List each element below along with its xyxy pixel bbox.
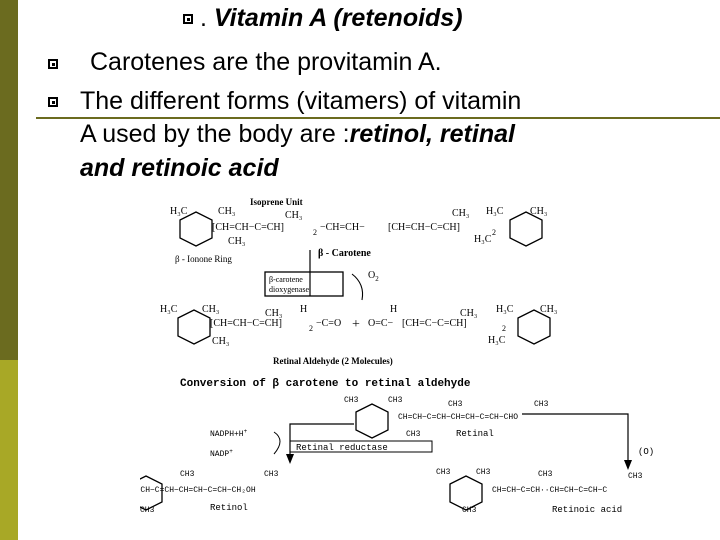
title-text: Vitamin A (retenoids) xyxy=(213,4,463,32)
h-label: H xyxy=(300,304,307,315)
oxidation-label: (O) xyxy=(638,447,654,457)
bullet-icon xyxy=(48,97,58,107)
retinoic-ring xyxy=(449,475,483,511)
h3c-label: H₃C xyxy=(486,206,504,217)
slide-title: . Vitamin A (retenoids) xyxy=(200,4,463,32)
left-accent-band-light xyxy=(0,360,18,540)
bullet-carotenes: Carotenes are the provitamin A. xyxy=(90,48,442,76)
ch3-label: CH3 xyxy=(534,400,549,409)
ch3-label: CH₃ xyxy=(202,304,219,315)
retinal-label: Retinal xyxy=(456,429,494,439)
ch3-label: CH3 xyxy=(406,430,421,439)
aldehyde-ring-right xyxy=(517,309,551,345)
left-accent-band-dark xyxy=(0,0,18,360)
conversion-title: Conversion of β carotene to retinal alde… xyxy=(180,378,471,390)
title-prefix: . xyxy=(200,4,214,32)
h3c-label: H₃C xyxy=(474,234,492,245)
oxidation-arrowhead xyxy=(624,460,632,470)
forms-retinol-retinal: retinol, retinal xyxy=(349,120,515,148)
plus-sign: + xyxy=(352,317,360,332)
bullet-icon xyxy=(48,59,58,69)
ch3-label: CH₃ xyxy=(212,336,229,347)
carotene-chain-left: [CH=CH−C=CH] xyxy=(212,222,284,233)
subscript-2: 2 xyxy=(492,228,496,237)
aldehyde-ring-left xyxy=(177,309,211,345)
retinal-reductase-label: Retinal reductase xyxy=(296,443,388,453)
title-bullet-icon xyxy=(183,14,193,24)
bullet-forms-line2: A used by the body are :retinol, retinal xyxy=(80,120,515,148)
ch3-label: CH3 xyxy=(628,472,643,481)
ch3-label: CH₃ xyxy=(460,308,477,319)
o2-arrow xyxy=(351,273,364,301)
forms-plain: A used by the body are : xyxy=(80,120,350,148)
beta-ionone-ring-label: β - Ionone Ring xyxy=(175,254,232,264)
enzyme-box xyxy=(264,271,344,297)
bullet-forms-line1: The different forms (vitamers) of vitami… xyxy=(80,87,522,115)
retinoic-acid-label: Retinoic acid xyxy=(552,505,622,515)
ch3-label: CH3 xyxy=(476,468,491,477)
vitamin-a-pathway-diagram: Isoprene Unit H₃C CH₃ CH₃ [CH=CH−C=CH] 2… xyxy=(140,197,654,515)
ch3-label: CH3 xyxy=(180,470,195,479)
h3c-label: H₃C xyxy=(488,335,506,346)
o2-label: O2 xyxy=(368,270,379,283)
h3c-label: H₃C xyxy=(496,304,514,315)
retinal-chain: CH=CH−C=CH−CH=CH−C=CH−CHO xyxy=(398,413,518,422)
ch3-label: CH3 xyxy=(538,470,553,479)
subscript-2: 2 xyxy=(309,324,313,333)
beta-carotene-label: β - Carotene xyxy=(318,248,371,259)
ch3-label: CH3 xyxy=(264,470,279,479)
retinol-label: Retinol xyxy=(210,503,248,513)
ch3-label: CH₃ xyxy=(540,304,557,315)
cofactor-arrow xyxy=(273,431,281,455)
ch3-label: CH₃ xyxy=(265,308,282,319)
ch3-label: CH₃ xyxy=(218,206,235,217)
ch3-label: CH₃ xyxy=(530,206,547,217)
subscript-2: 2 xyxy=(313,228,317,237)
oxidation-arrow xyxy=(522,413,629,464)
ionone-ring-left xyxy=(179,211,213,247)
aldehyde-left-end: −C=O xyxy=(316,318,341,329)
subscript-2: 2 xyxy=(502,324,506,333)
ch3-label: CH₃ xyxy=(452,208,469,219)
reduction-arrow xyxy=(289,423,354,458)
ch3-label: CH3 xyxy=(448,400,463,409)
carotene-chain-mid: −CH=CH− xyxy=(320,222,365,233)
aldehyde-chain-right: [CH=C−C=CH] xyxy=(402,318,467,329)
reduction-arrowhead xyxy=(286,454,294,464)
ch3-label: CH3 xyxy=(344,396,359,405)
ch3-label: CH3 xyxy=(388,396,403,405)
retinol-ring xyxy=(140,475,163,511)
ch3-label: CH₃ xyxy=(228,236,245,247)
retinal-ring xyxy=(355,403,389,439)
h-label: H xyxy=(390,304,397,315)
carotene-chain-right: [CH=CH−C=CH] xyxy=(388,222,460,233)
ch3-label: CH₃ xyxy=(285,210,302,221)
ionone-ring-right xyxy=(509,211,543,247)
aldehyde-right-start: O=C− xyxy=(368,318,394,329)
aldehyde-chain-left: [CH=CH−C=CH] xyxy=(210,318,282,329)
nadph-label: NADPH+H+ xyxy=(210,428,248,439)
retinoic-chain: CH=CH−C=CH··CH=CH−C=CH−C xyxy=(492,486,607,495)
nadp-label: NADP+ xyxy=(210,448,233,459)
forms-retinoic-acid: and retinoic acid xyxy=(80,154,279,182)
h3c-label: H₃C xyxy=(170,206,188,217)
ch3-label: CH3 xyxy=(436,468,451,477)
retinol-chain: CH=CH−C=CH−CH=CH−C=CH−CH₂OH xyxy=(140,486,256,495)
ch3-label: CH3 xyxy=(462,506,477,515)
enzyme-line2: dioxygenase xyxy=(269,285,309,294)
retinal-aldehyde-label: Retinal Aldehyde (2 Molecules) xyxy=(273,356,393,366)
ch3-label: CH3 xyxy=(140,506,155,515)
divider-rule xyxy=(36,117,720,119)
h3c-label: H₃C xyxy=(160,304,178,315)
isoprene-unit-label: Isoprene Unit xyxy=(250,197,303,207)
enzyme-line1: β-carotene xyxy=(269,275,303,284)
